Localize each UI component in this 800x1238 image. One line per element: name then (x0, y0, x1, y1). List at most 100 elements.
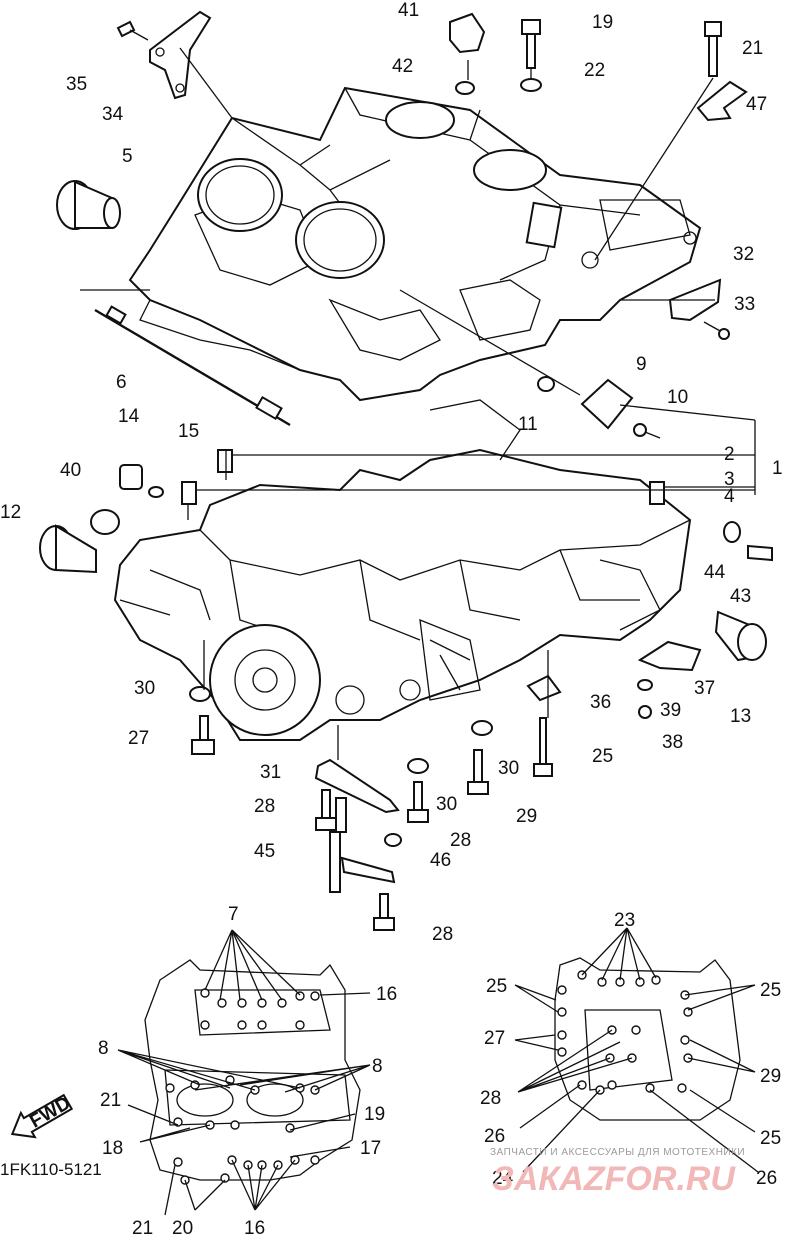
callout-c25d: 25 (760, 1128, 781, 1149)
callout-c30c: 30 (436, 794, 457, 815)
callout-c33: 33 (734, 294, 755, 315)
right-dots-bolt-hole (631, 1025, 641, 1035)
callout-c21a: 21 (742, 38, 763, 59)
callout-c19b: 19 (364, 1104, 385, 1125)
callout-c16b: 16 (244, 1218, 265, 1238)
right-dots-bolt-hole (683, 1007, 693, 1017)
callout-c21b: 21 (100, 1090, 121, 1111)
callout-c25c: 25 (760, 980, 781, 1001)
callout-c34: 34 (102, 104, 124, 125)
left-dots-bolt-hole (200, 1020, 210, 1030)
callout-c7: 7 (228, 904, 239, 925)
bottom-leaders (117, 927, 759, 1216)
callout-c22: 22 (584, 60, 605, 81)
right-dots-bolt-hole (607, 1080, 617, 1090)
callout-c30a: 30 (134, 678, 155, 699)
right-dots-bolt-hole (557, 1007, 567, 1017)
callout-c3: 3 (724, 469, 735, 490)
callout-c21c: 21 (132, 1218, 153, 1238)
callout-c23: 23 (614, 910, 635, 931)
callout-c10: 10 (667, 387, 688, 408)
right-dots-bolt-hole (645, 1083, 655, 1093)
left-dots-bolt-hole (200, 988, 210, 998)
left-dots-bolt-hole (310, 1155, 320, 1165)
left-dots-bolt-hole (217, 998, 227, 1008)
watermark-caption: ЗАПЧАСТИ И АКСЕССУАРЫ ДЛЯ МОТОТЕХНИКИ (490, 1147, 745, 1158)
left-dots-bolt-hole (173, 1157, 183, 1167)
right-dots-bolt-hole (677, 1083, 687, 1093)
bolt-pattern-right (554, 957, 741, 1121)
callout-c15: 15 (178, 421, 199, 442)
callout-c24: 24 (492, 1168, 514, 1189)
left-dots-bolt-hole (165, 1083, 175, 1093)
callout-c42: 42 (392, 56, 413, 77)
callout-c28b: 28 (450, 830, 471, 851)
callout-c19a: 19 (592, 12, 613, 33)
loose-parts (39, 10, 773, 931)
callout-c28a: 28 (254, 796, 275, 817)
callout-c32: 32 (733, 244, 754, 265)
callout-c29b: 29 (760, 1066, 781, 1087)
left-dots-bolt-hole (237, 1020, 247, 1030)
callout-c35: 35 (66, 74, 87, 95)
figure-code: 1FK110-5121 (0, 1160, 102, 1179)
callout-c11: 11 (518, 414, 538, 435)
callout-c13: 13 (730, 706, 751, 727)
callout-c44: 44 (704, 562, 726, 583)
left-dots-bolt-hole (295, 1020, 305, 1030)
right-dots-bolt-hole (680, 1035, 690, 1045)
callout-c26a: 26 (484, 1126, 505, 1147)
fwd-label: FWD (26, 1093, 74, 1133)
callout-c27b: 27 (484, 1028, 505, 1049)
callout-c30b: 30 (498, 758, 519, 779)
left-dots-bolt-hole (257, 1020, 267, 1030)
callout-c6: 6 (116, 372, 127, 393)
callout-c40: 40 (60, 460, 81, 481)
right-dots-bolt-hole (651, 975, 661, 985)
callout-c29a: 29 (516, 806, 537, 827)
callout-c31: 31 (260, 762, 281, 783)
callout-c25a: 25 (592, 746, 613, 767)
callout-c5: 5 (122, 146, 133, 167)
callout-c1: 1 (772, 458, 783, 479)
callout-c36: 36 (590, 692, 611, 713)
left-dots-bolt-hole (237, 998, 247, 1008)
callout-c47: 47 (746, 94, 767, 115)
callout-c8a: 8 (98, 1038, 109, 1059)
callout-c2: 2 (724, 444, 735, 465)
callout-c45: 45 (254, 841, 275, 862)
left-dots-bolt-hole (295, 991, 305, 1001)
callout-c43: 43 (730, 586, 751, 607)
callout-c37: 37 (694, 678, 715, 699)
callout-c27a: 27 (128, 728, 149, 749)
callout-c28c: 28 (432, 924, 453, 945)
callout-c17: 17 (360, 1138, 381, 1159)
callout-c8b: 8 (372, 1056, 383, 1077)
fwd-arrow-icon: FWD (10, 1093, 74, 1139)
callout-c4: 4 (724, 486, 735, 507)
left-dots-bolt-hole (277, 998, 287, 1008)
callout-c20: 20 (172, 1218, 193, 1238)
right-dots-bolt-hole (557, 1047, 567, 1057)
right-dots-bolt-hole (557, 985, 567, 995)
right-dots-bolt-hole (557, 1030, 567, 1040)
callout-c14: 14 (118, 406, 140, 427)
left-dots-bolt-hole (285, 1123, 295, 1133)
callout-c25b: 25 (486, 976, 507, 997)
callout-c9: 9 (636, 354, 647, 375)
callout-c38: 38 (662, 732, 683, 753)
lower-crankcase (113, 399, 692, 741)
callout-c41: 41 (398, 0, 419, 21)
callout-c28d: 28 (480, 1088, 501, 1109)
callout-c16a: 16 (376, 984, 397, 1005)
left-dots-bolt-hole (220, 1173, 230, 1183)
left-dots-bolt-hole (310, 991, 320, 1001)
reference-lines (80, 47, 756, 760)
callout-c18: 18 (102, 1138, 123, 1159)
right-dots-bolt-hole (577, 1080, 587, 1090)
left-dots-bolt-hole (257, 998, 267, 1008)
callout-c26b: 26 (756, 1168, 777, 1189)
upper-crankcase (128, 86, 702, 402)
